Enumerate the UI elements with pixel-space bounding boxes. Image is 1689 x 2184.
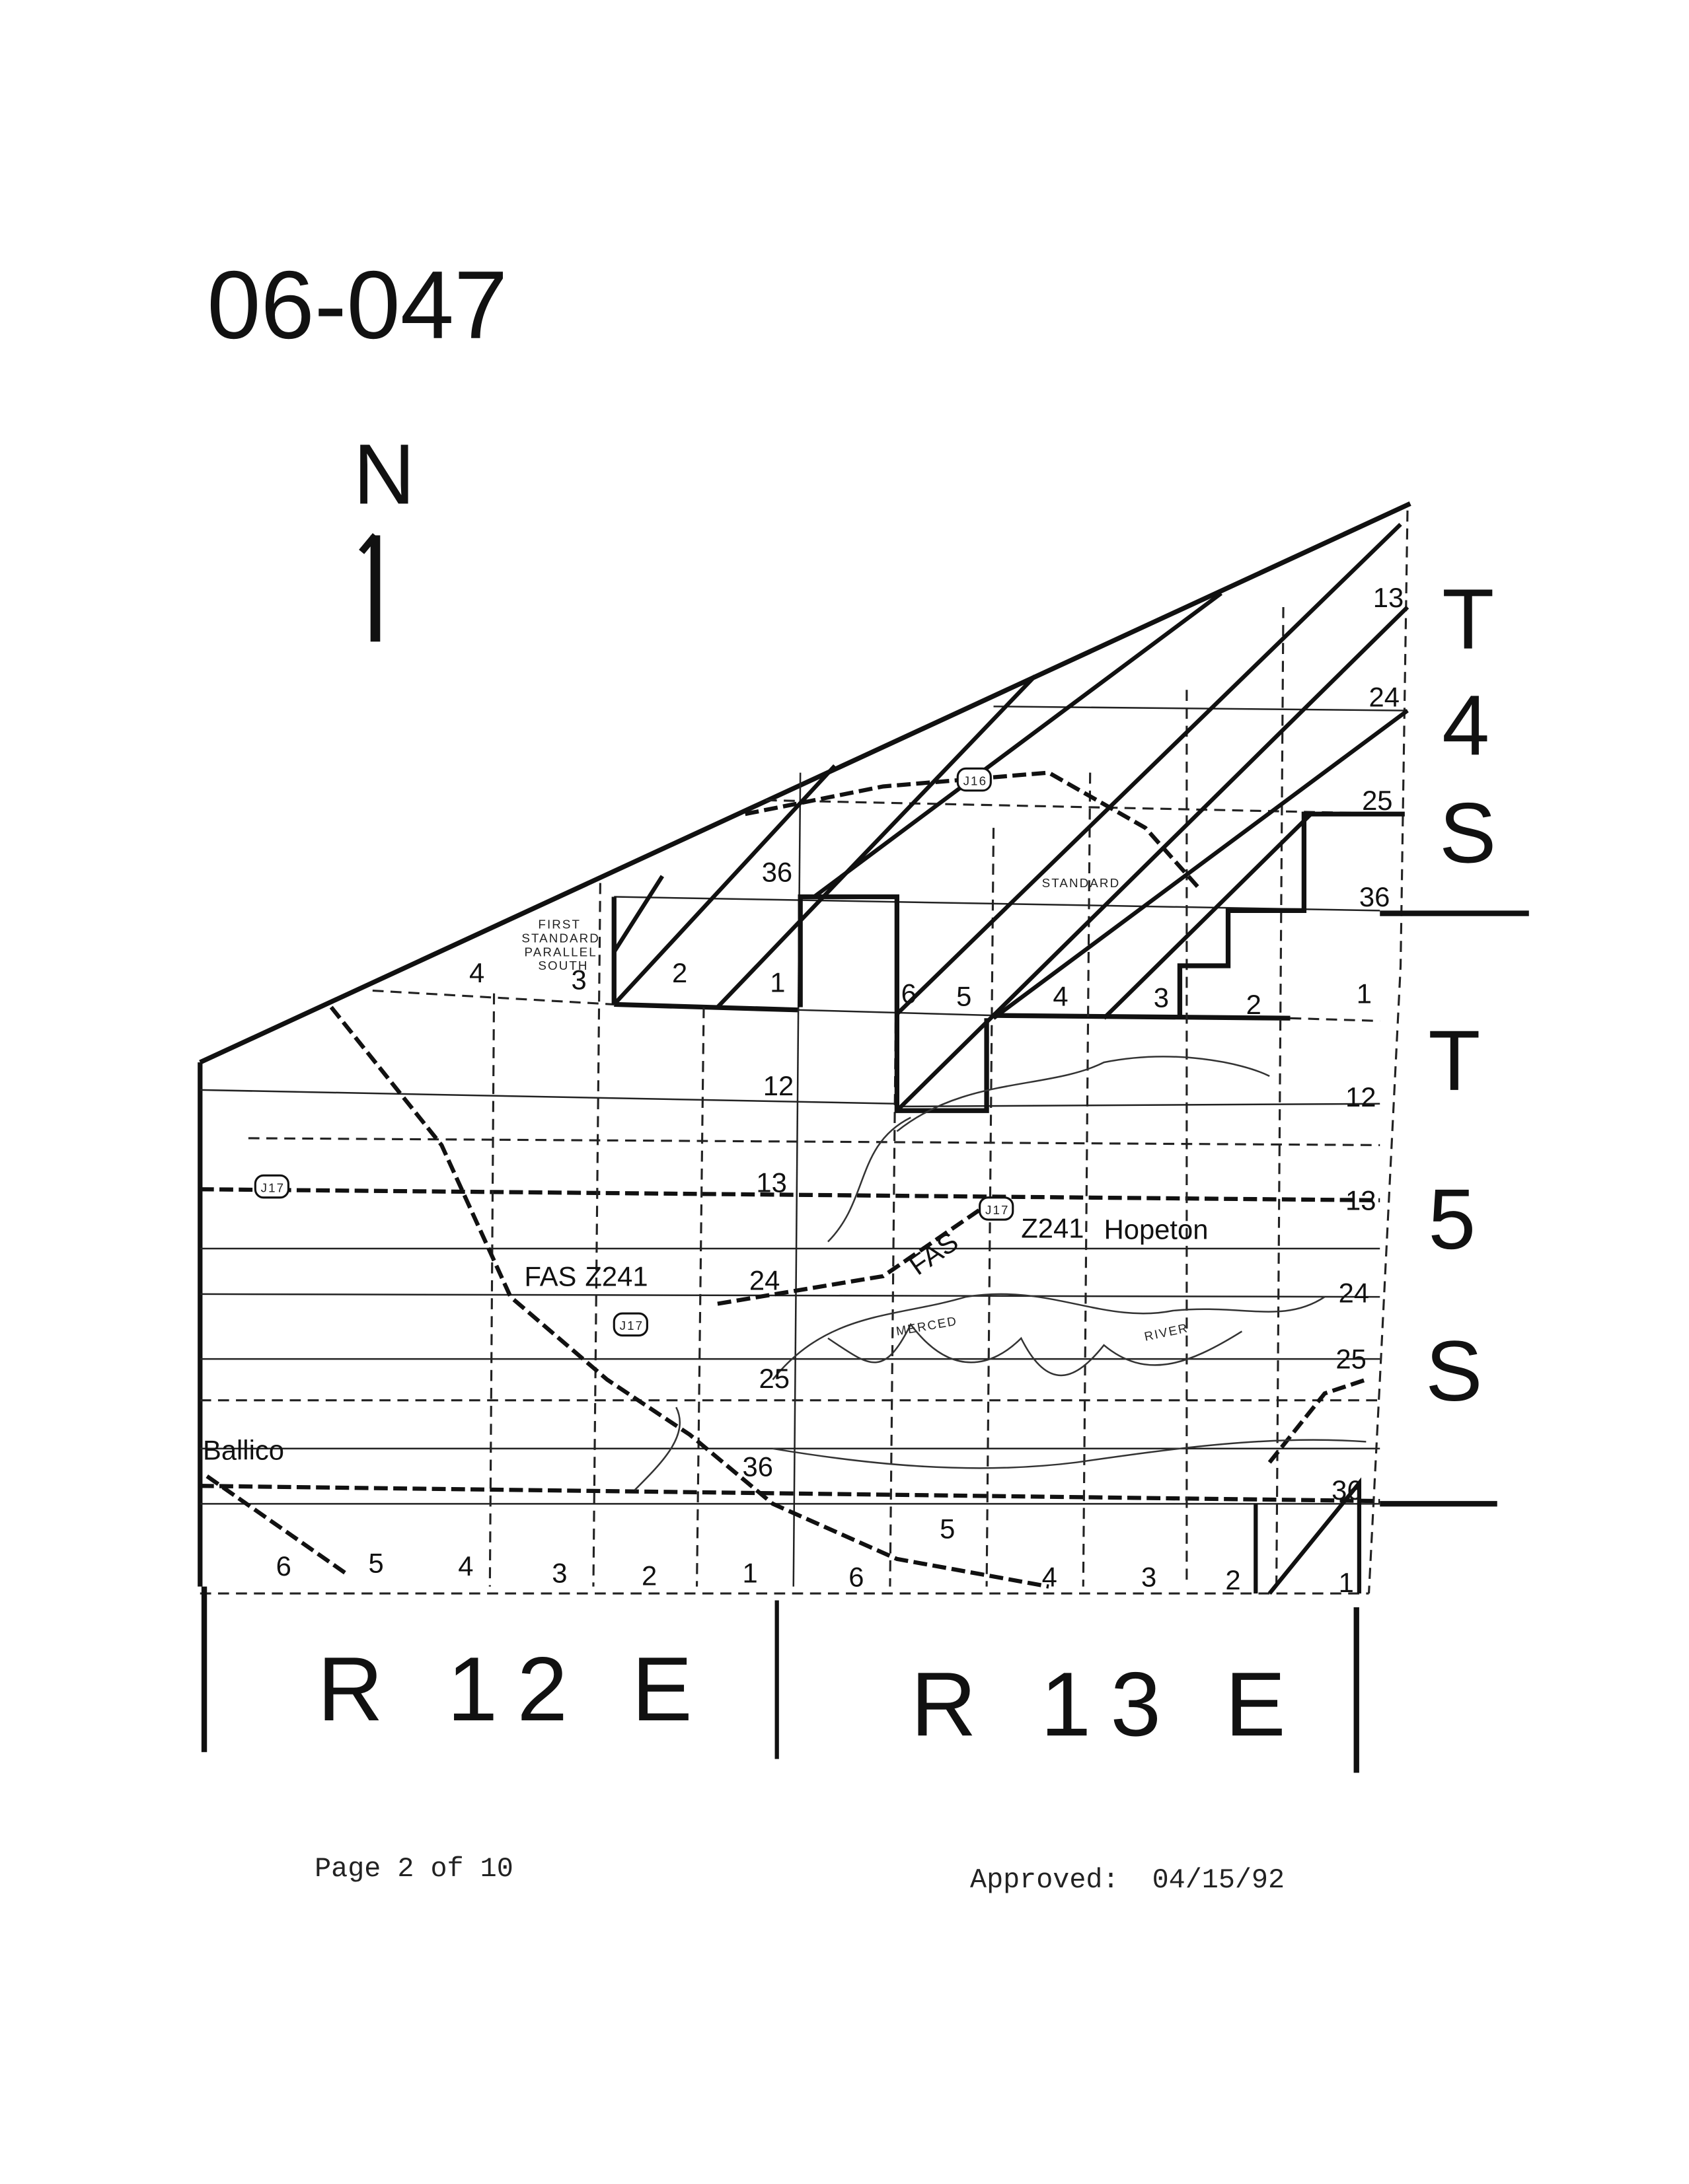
- svg-text:S: S: [1439, 785, 1496, 881]
- section-label: 25: [1335, 1344, 1366, 1375]
- section-label: 2: [1225, 1564, 1240, 1595]
- section-label: 24: [1369, 681, 1400, 712]
- page-number: Page 2 of 10: [315, 1853, 513, 1885]
- section-label: 1: [770, 967, 785, 998]
- section-label: 12: [763, 1070, 794, 1101]
- section-label: 1: [1357, 978, 1372, 1009]
- section-label: 6: [901, 978, 917, 1009]
- section-label: 4: [469, 957, 484, 988]
- section-label: 6: [848, 1562, 864, 1593]
- section-label: 36: [1359, 881, 1390, 912]
- township-map: 4 3 2 1 6 5 4 3 2 1 13 24 25 36 36 12 13…: [198, 501, 1411, 1598]
- route-label: FAS: [525, 1260, 577, 1292]
- section-label: 12: [1345, 1081, 1376, 1112]
- north-letter: N: [354, 427, 416, 522]
- section-label: 5: [369, 1548, 384, 1579]
- route-shield-j16: J16: [956, 767, 992, 792]
- svg-text:J17: J17: [620, 1319, 644, 1332]
- standard-label: STANDARD: [1042, 876, 1121, 890]
- range-r13e: R 13 E: [911, 1654, 1305, 1755]
- svg-text:4: 4: [1442, 678, 1489, 773]
- route-label: Z241: [585, 1260, 648, 1292]
- route-label: FAS: [903, 1225, 964, 1281]
- section-label: 1: [742, 1557, 757, 1588]
- approved-date: Approved: 04/15/92: [970, 1864, 1285, 1896]
- section-label: 13: [1345, 1185, 1376, 1216]
- section-label: 36: [742, 1451, 772, 1482]
- place-ballico: Ballico: [203, 1435, 284, 1466]
- svg-text:J17: J17: [261, 1181, 285, 1194]
- route-shield-j17: J17: [613, 1312, 648, 1337]
- route-shield-j17: J17: [254, 1174, 290, 1199]
- place-hopeton: Hopeton: [1104, 1214, 1209, 1245]
- section-label: 36: [762, 857, 792, 888]
- water-label: RIVER: [1143, 1321, 1190, 1344]
- section-label: 6: [276, 1550, 291, 1582]
- parallel-label: STANDARD: [521, 931, 600, 945]
- section-label: 2: [672, 957, 687, 988]
- section-label: 36: [1332, 1474, 1362, 1506]
- section-numbers: 4 3 2 1 6 5 4 3 2 1 13 24 25 36 36 12 13…: [276, 582, 1404, 1598]
- north-arrow-icon: [359, 533, 381, 642]
- parallel-label: PARALLEL: [525, 945, 597, 959]
- section-label: 24: [1339, 1277, 1369, 1308]
- section-label: 25: [759, 1363, 790, 1394]
- section-label: 2: [642, 1560, 657, 1591]
- township-t5s: T 5 S: [1425, 1013, 1482, 1419]
- section-label: 3: [552, 1557, 567, 1588]
- svg-text:5: 5: [1428, 1172, 1476, 1267]
- township-t4s: T 4 S: [1439, 572, 1496, 881]
- section-label: 3: [1141, 1562, 1156, 1593]
- section-label: 3: [572, 964, 587, 995]
- parallel-label: SOUTH: [538, 959, 588, 972]
- section-label: 3: [1154, 982, 1169, 1013]
- svg-text:J17: J17: [985, 1203, 1010, 1217]
- section-label: 4: [1053, 980, 1068, 1011]
- svg-text:S: S: [1425, 1324, 1482, 1419]
- section-label: 2: [1246, 989, 1261, 1020]
- section-label: 5: [940, 1513, 955, 1545]
- section-label: 13: [1373, 582, 1404, 613]
- water-label: MERCED: [895, 1314, 958, 1338]
- route-label: Z241: [1021, 1212, 1084, 1243]
- route-shield-j17: J17: [979, 1196, 1014, 1221]
- section-label: 4: [458, 1550, 473, 1582]
- section-label: 25: [1362, 785, 1392, 816]
- range-r12e: R 12 E: [317, 1638, 712, 1740]
- section-label: 5: [956, 980, 971, 1011]
- svg-text:J16: J16: [963, 774, 988, 787]
- svg-text:T: T: [1428, 1013, 1480, 1109]
- svg-text:T: T: [1442, 572, 1494, 667]
- section-label: 13: [756, 1167, 786, 1198]
- range-row: R 12 E R 13 E: [201, 1586, 1359, 1773]
- section-label: 24: [749, 1265, 780, 1296]
- parallel-label: FIRST: [538, 918, 581, 931]
- map-id-title: 06-047: [207, 251, 507, 359]
- section-label: 1: [1339, 1567, 1354, 1598]
- section-label: 4: [1042, 1562, 1057, 1593]
